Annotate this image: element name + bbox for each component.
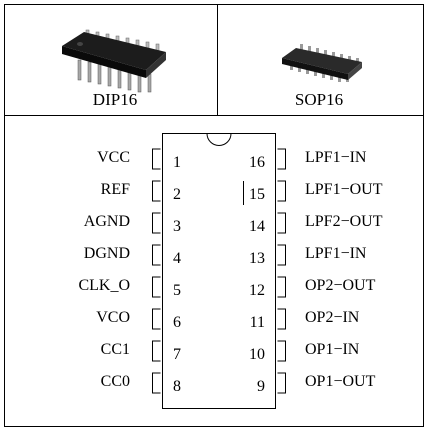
pin-label: CLK_O bbox=[78, 277, 130, 294]
pin-lead bbox=[152, 372, 161, 394]
pin-lead bbox=[152, 148, 161, 170]
pin-lead bbox=[152, 180, 161, 202]
pin-number: 5 bbox=[173, 282, 181, 299]
pin-label: DGND bbox=[83, 245, 130, 262]
pin-label: LPF1−IN bbox=[305, 245, 367, 262]
sop16-package-icon bbox=[282, 44, 362, 82]
pin-boxes bbox=[152, 148, 286, 394]
dip16-package-icon bbox=[62, 29, 166, 93]
pin-number: 1 bbox=[173, 154, 181, 171]
pin-label: VCO bbox=[96, 309, 130, 326]
pin-lead bbox=[277, 308, 286, 330]
pin-number: 7 bbox=[173, 346, 181, 363]
pin-lead bbox=[152, 340, 161, 362]
pin-lead bbox=[152, 212, 161, 234]
pin-lead bbox=[277, 340, 286, 362]
pin-number: 15 bbox=[249, 186, 265, 203]
pin-number: 11 bbox=[249, 314, 265, 331]
pin-lead bbox=[277, 372, 286, 394]
pin-label: LPF2−OUT bbox=[305, 213, 383, 230]
pin-number: 4 bbox=[173, 250, 181, 267]
pin-number: 16 bbox=[249, 154, 265, 171]
pin-label: VCC bbox=[97, 149, 130, 166]
pin-label: OP1−OUT bbox=[305, 373, 376, 390]
pin-number: 12 bbox=[249, 282, 265, 299]
pin-lead bbox=[277, 180, 286, 202]
pin-lead bbox=[152, 244, 161, 266]
pin-label: LPF1−OUT bbox=[305, 181, 383, 198]
pin-label: CC1 bbox=[100, 341, 130, 358]
pin-lead bbox=[277, 276, 286, 298]
pin-label: AGND bbox=[83, 213, 130, 230]
sop16-label: SOP16 bbox=[294, 90, 344, 109]
pin-lead bbox=[277, 148, 286, 170]
dip16-label: DIP16 bbox=[92, 90, 138, 109]
ic-body bbox=[162, 133, 276, 409]
pin-lead bbox=[277, 244, 286, 266]
pin-label: OP2−OUT bbox=[305, 277, 376, 294]
pin-number: 9 bbox=[257, 378, 265, 395]
pin-number: 3 bbox=[173, 218, 181, 235]
pin-lead bbox=[277, 212, 286, 234]
pin-label: OP2−IN bbox=[305, 309, 360, 326]
pin-lead bbox=[152, 276, 161, 298]
pin-label: REF bbox=[100, 181, 130, 198]
pin-label: CC0 bbox=[100, 373, 130, 390]
pin-label: LPF1−IN bbox=[305, 149, 367, 166]
pin-number: 6 bbox=[173, 314, 181, 331]
pin-number: 13 bbox=[249, 250, 265, 267]
pin-number: 2 bbox=[173, 186, 181, 203]
pin-number: 14 bbox=[249, 218, 265, 235]
pin-lead bbox=[152, 308, 161, 330]
pin-label: OP1−IN bbox=[305, 341, 360, 358]
pin-number: 8 bbox=[173, 378, 181, 395]
pin-number: 10 bbox=[249, 346, 265, 363]
